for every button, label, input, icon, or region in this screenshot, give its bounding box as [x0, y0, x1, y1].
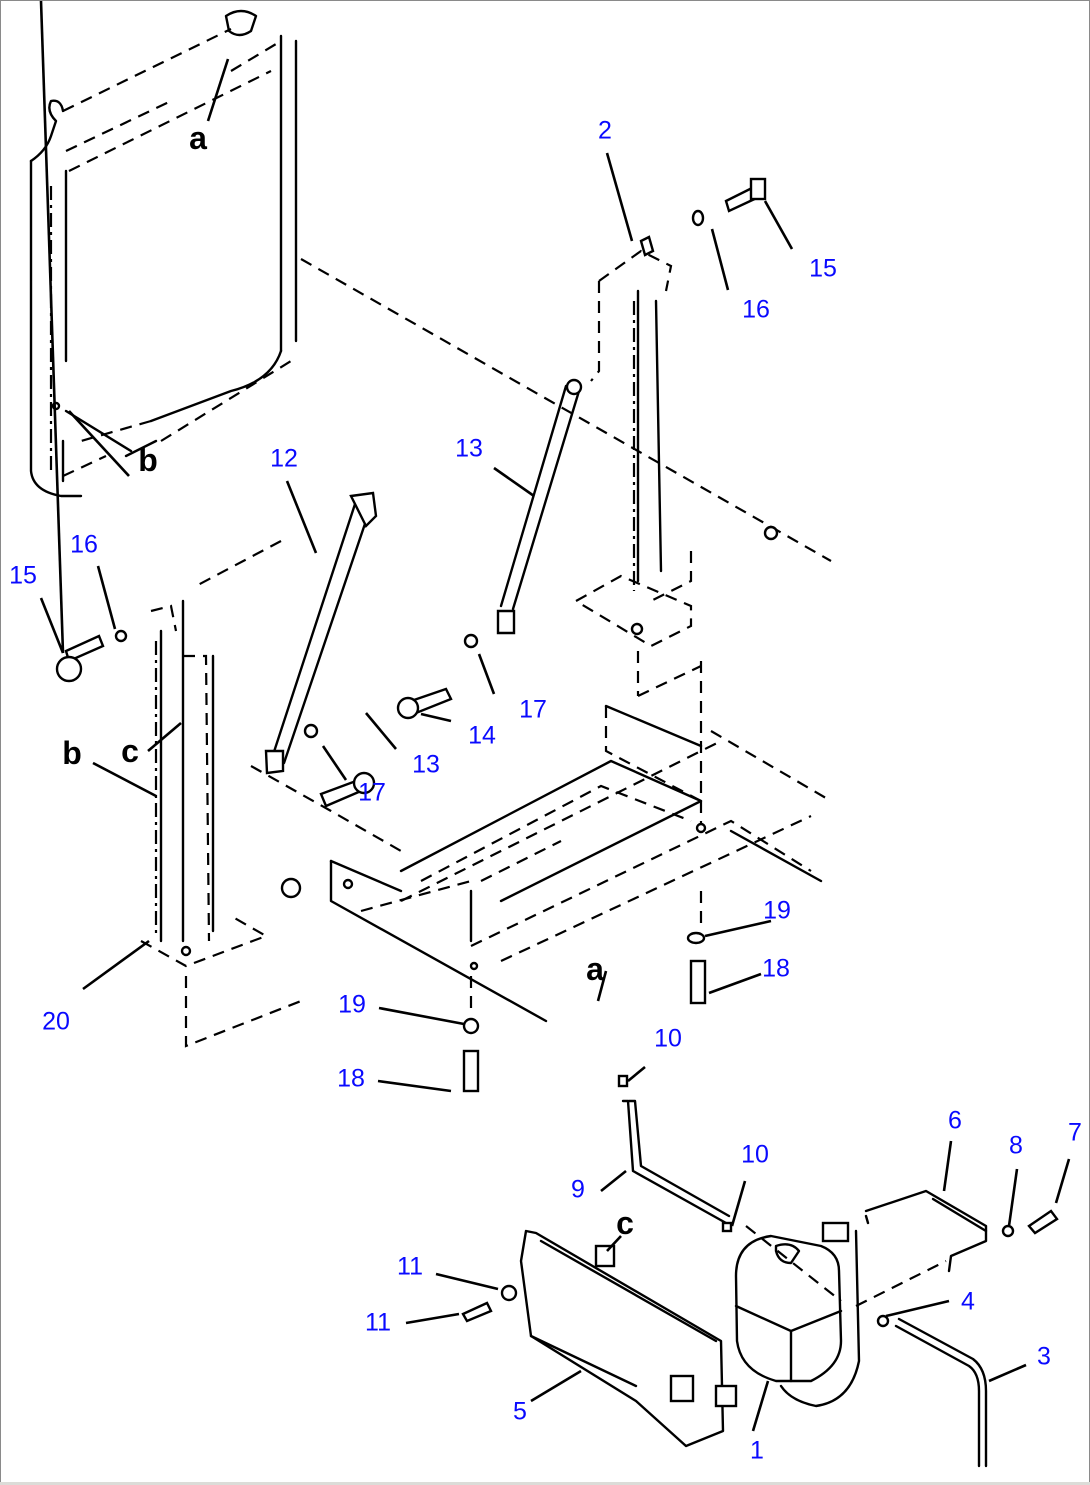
bolt-18-right [689, 959, 707, 1005]
washer-tank-1 [734, 1221, 861, 1408]
callout-10[interactable]: 10 [654, 1024, 682, 1053]
callout-4[interactable]: 4 [961, 1287, 975, 1316]
bolt-14-upper [396, 687, 453, 720]
callout-3[interactable]: 3 [1037, 1342, 1051, 1371]
washer-12 [500, 1284, 518, 1302]
radiator-panel [29, 9, 298, 498]
callout-8[interactable]: 8 [1009, 1131, 1023, 1160]
washer-19-left [462, 1017, 480, 1035]
washer-17-upper [463, 633, 479, 649]
hose-3 [894, 1317, 988, 1468]
bracket-5 [519, 1229, 738, 1448]
nut-4 [876, 1314, 890, 1328]
callout-17[interactable]: 17 [358, 778, 386, 807]
callout-7[interactable]: 7 [1068, 1118, 1082, 1147]
hose-9 [617, 1074, 733, 1233]
bolt-15-left [55, 634, 105, 683]
reference-letter-a: a [189, 120, 207, 156]
upright-post-left [140, 599, 302, 1048]
bolt-18-left [462, 1049, 480, 1093]
reference-letter-c: c [121, 733, 139, 769]
callout-19[interactable]: 19 [763, 896, 791, 925]
callout-18[interactable]: 18 [337, 1064, 365, 1093]
bracket-top-2 [639, 235, 655, 257]
callout-9[interactable]: 9 [571, 1175, 585, 1204]
callout-16[interactable]: 16 [70, 530, 98, 559]
stay-left [264, 491, 378, 775]
callout-11[interactable]: 11 [365, 1308, 391, 1337]
nut-8 [1001, 1224, 1015, 1238]
washer-19-right [686, 931, 706, 945]
callout-12[interactable]: 11 [397, 1252, 423, 1281]
callout-10[interactable]: 10 [741, 1140, 769, 1169]
callout-14[interactable]: 13 [412, 750, 440, 779]
mounting-frame [250, 704, 832, 1023]
bolt-14-lower [319, 771, 376, 808]
reference-letter-c: c [616, 1205, 634, 1241]
callout-19[interactable]: 19 [338, 990, 366, 1019]
callout-20[interactable]: 20 [42, 1007, 70, 1036]
bolt-15-right [724, 177, 767, 213]
bolt-loose-left [280, 877, 302, 899]
callout-14[interactable]: 14 [468, 721, 496, 750]
callout-5[interactable]: 5 [513, 1397, 527, 1426]
callout-6[interactable]: 6 [948, 1106, 962, 1135]
reference-letter-b: b [62, 735, 82, 771]
callout-13[interactable]: 12 [270, 444, 298, 473]
bracket-6 [864, 1189, 988, 1273]
bolt-11 [461, 1301, 493, 1323]
reference-letter-a: a [586, 951, 604, 987]
leader-lines [39, 1, 1071, 1432]
stay-right [496, 378, 583, 635]
washer-16-right [691, 209, 705, 227]
callout-15[interactable]: 15 [9, 561, 37, 590]
washer-16-left [114, 629, 128, 643]
upright-post-right [573, 249, 703, 831]
callout-16[interactable]: 16 [742, 295, 770, 324]
bolt-loose-right [763, 525, 779, 541]
callout-15[interactable]: 15 [809, 254, 837, 283]
callout-1[interactable]: 1 [750, 1436, 764, 1465]
callout-13[interactable]: 13 [455, 434, 483, 463]
reference-letter-b: b [138, 442, 158, 478]
callout-2[interactable]: 2 [598, 116, 612, 145]
washer-17-lower [303, 723, 319, 739]
bolt-7 [1027, 1209, 1059, 1235]
callout-18[interactable]: 18 [762, 954, 790, 983]
callout-17[interactable]: 17 [519, 695, 547, 724]
